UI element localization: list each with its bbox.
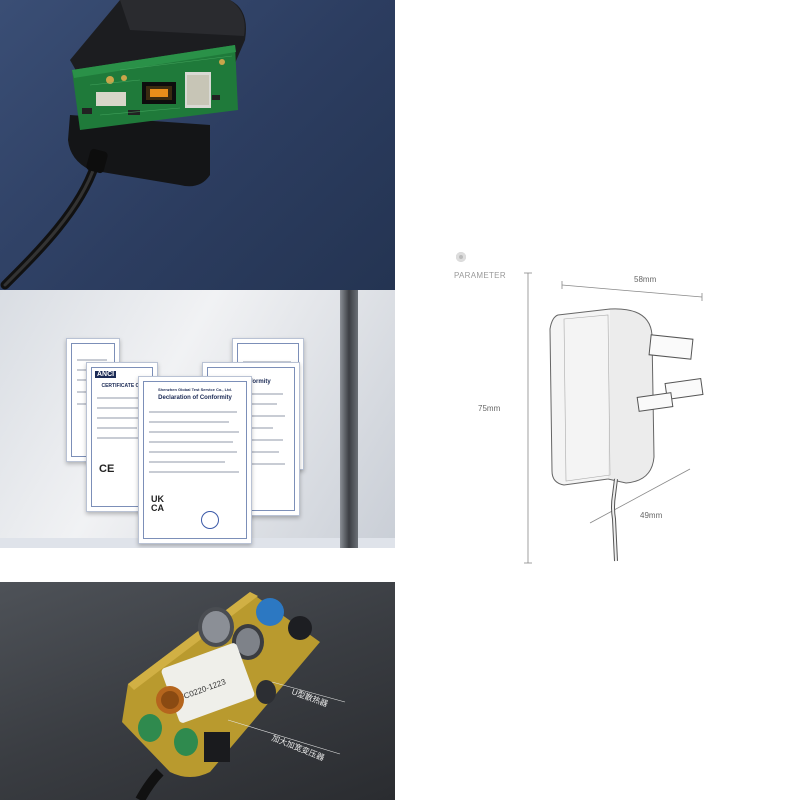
certificate-company: Shenzhen Global Test Service Co., Ltd. <box>158 387 232 392</box>
parameter-drawing: PARAMETER 58mm 75mm 49mm <box>440 245 740 575</box>
depth-dimension: 49mm <box>640 511 663 520</box>
anci-logo: ANCI <box>95 371 117 378</box>
parameter-icon <box>456 252 466 262</box>
adapter-pcb-photo <box>0 0 395 290</box>
certificate-main-title: Declaration of Conformity <box>158 395 232 401</box>
adapter-pcb-illustration <box>0 0 246 290</box>
certificate-left-title: CERTIFICATE OF <box>101 383 143 389</box>
pcb-illustration: FC0220-1223 <box>122 592 346 800</box>
decorative-pole <box>340 290 358 548</box>
adapter-outline <box>524 272 704 564</box>
ukca-mark: UKCA <box>151 494 164 513</box>
pcb-closeup-photo: FC0220-1223 U型散热器 加大加宽变压器 <box>0 582 395 800</box>
width-dimension: 58mm <box>634 275 657 284</box>
ce-mark: CE <box>99 463 115 475</box>
certificate-stamp <box>201 511 219 529</box>
parameter-label: PARAMETER <box>454 271 506 280</box>
height-dimension: 75mm <box>478 404 501 413</box>
certificate-declaration: Shenzhen Global Test Service Co., Ltd. D… <box>138 376 252 544</box>
certificates-photo: ANCI CERTIFICATE OF CE of Conformity She… <box>0 290 395 548</box>
